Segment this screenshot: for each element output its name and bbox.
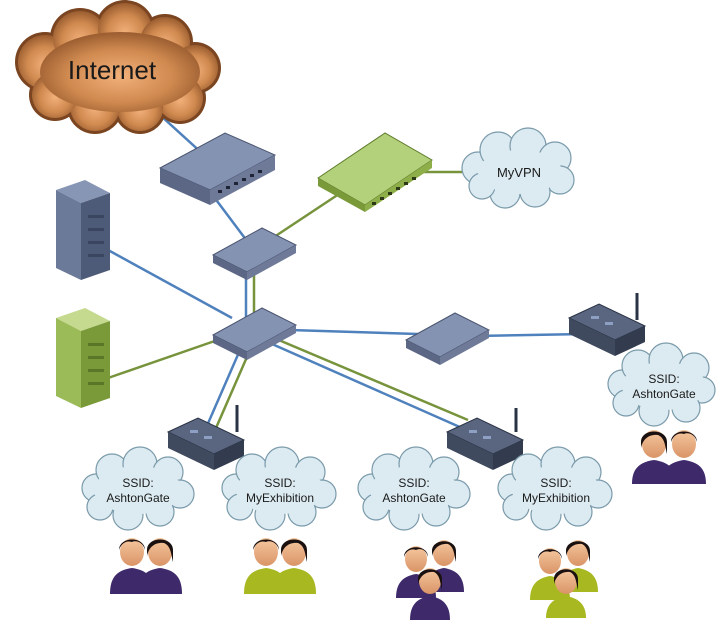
ssid-cloud-3-line1: SSID: <box>398 476 429 490</box>
user-icon <box>662 430 706 484</box>
ssid-cloud-3-line2: AshtonGate <box>382 491 446 505</box>
vpn-cloud: MyVPN <box>461 127 575 209</box>
ssid-cloud-5: SSID: AshtonGate <box>607 342 716 427</box>
ssid-cloud-5-line1: SSID: <box>648 372 679 386</box>
vpn-firewall[interactable] <box>317 132 433 212</box>
ssid-cloud-4-line2: MyExhibition <box>522 491 590 505</box>
server-green[interactable] <box>56 308 110 408</box>
user-group-ashtongate-2 <box>396 540 464 620</box>
user-icon <box>632 430 676 484</box>
user-group-ashtongate-3 <box>632 430 706 484</box>
internet-label: Internet <box>68 55 157 85</box>
ssid-cloud-2: SSID: MyExhibition <box>221 446 337 531</box>
access-point-1[interactable] <box>166 405 246 470</box>
user-group-myexhibition-1 <box>244 538 316 594</box>
network-links <box>107 114 586 430</box>
ssid-cloud-1-line1: SSID: <box>122 476 153 490</box>
user-icon <box>138 538 182 594</box>
access-switch[interactable] <box>404 312 491 365</box>
user-icon <box>410 568 450 620</box>
link-core-ap2-blue <box>271 342 463 430</box>
user-icon <box>272 538 316 594</box>
link-switch3-ap <box>474 332 586 338</box>
link-core-ap1-green <box>214 349 252 429</box>
distribution-switch[interactable] <box>211 227 298 280</box>
access-point-2[interactable] <box>445 408 525 470</box>
ssid-cloud-3: SSID: AshtonGate <box>357 446 471 531</box>
core-switch[interactable] <box>211 307 298 360</box>
ssid-cloud-1-line2: AshtonGate <box>106 491 170 505</box>
link-core-ap2-green <box>273 336 469 422</box>
access-point-3[interactable] <box>567 293 647 356</box>
user-group-ashtongate-1 <box>110 538 182 594</box>
link-core-ap1-blue <box>204 349 242 429</box>
internet-cloud: Internet <box>15 0 221 134</box>
link-server1-core <box>107 248 233 320</box>
vpn-label: MyVPN <box>497 165 541 180</box>
ssid-cloud-2-line1: SSID: <box>264 476 295 490</box>
user-icon <box>546 568 586 618</box>
ssid-cloud-2-line2: MyExhibition <box>246 491 314 505</box>
user-group-myexhibition-2 <box>530 540 598 618</box>
ssid-cloud-5-line2: AshtonGate <box>632 387 696 401</box>
ssid-cloud-4: SSID: MyExhibition <box>497 446 613 531</box>
link-core-switch3 <box>289 328 419 336</box>
server-blue[interactable] <box>56 180 110 280</box>
ssid-cloud-4-line1: SSID: <box>540 476 571 490</box>
link-server2-core <box>107 333 233 380</box>
ssid-cloud-1: SSID: AshtonGate <box>81 446 195 531</box>
internet-router[interactable] <box>158 132 277 205</box>
